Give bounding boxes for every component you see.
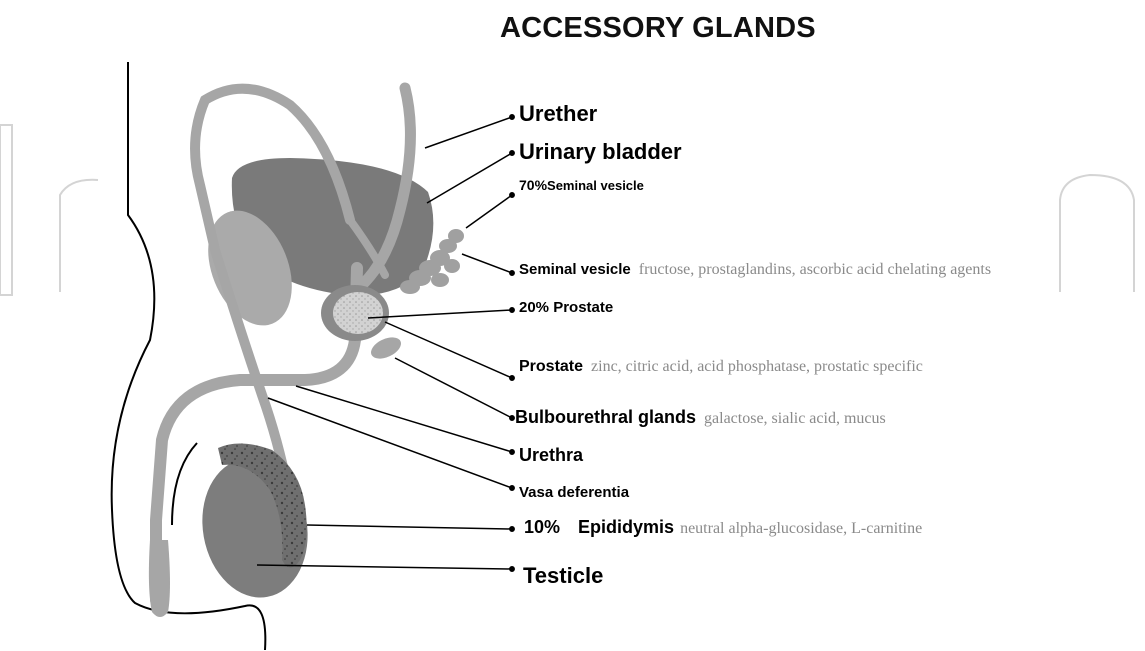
label-epididymis-desc: neutral alpha-glucosidase, L-carnitine	[680, 520, 922, 537]
label-urether: Urether	[519, 101, 597, 127]
label-vasa-deferentia-name: Vasa deferentia	[519, 484, 629, 501]
glans-shape	[149, 540, 170, 617]
label-urinary-bladder-name: Urinary bladder	[519, 139, 682, 164]
label-seminal-vesicle-pct: 70%Seminal vesicle	[519, 177, 644, 193]
label-urinary-bladder: Urinary bladder	[519, 139, 682, 165]
label-bulbourethral-glands: Bulbourethral glands galactose, sialic ac…	[515, 407, 886, 428]
label-epididymis: 10% Epididymis neutral alpha-glucosidase, …	[524, 517, 922, 538]
label-seminal-vesicle: Seminal vesicle fructose, prostaglandins,…	[519, 261, 991, 279]
label-urethra-name: Urethra	[519, 445, 583, 465]
label-seminal-vesicle-pct-value: 70%	[519, 177, 547, 193]
label-seminal-vesicle-name: Seminal vesicle	[519, 261, 631, 278]
label-epididymis-name: Epididymis	[578, 517, 674, 537]
prostate-inner	[333, 292, 383, 334]
label-seminal-vesicle-pct-name: Seminal vesicle	[547, 178, 644, 193]
label-epididymis-pct: 10%	[524, 517, 560, 537]
label-bulbourethral-glands-desc: galactose, sialic acid, mucus	[704, 410, 886, 427]
label-prostate-pct-value: 20%	[519, 299, 549, 316]
diagram-title: ACCESSORY GLANDS	[500, 12, 816, 45]
label-bulbourethral-glands-name: Bulbourethral glands	[515, 407, 696, 427]
label-prostate-name: Prostate	[519, 358, 583, 375]
label-testicle-name: Testicle	[523, 563, 603, 588]
label-prostate-pct: 20% Prostate	[519, 299, 613, 316]
label-prostate-desc: zinc, citric acid, acid phosphatase, pro…	[591, 358, 923, 375]
bulbourethral-gland-shape	[368, 333, 405, 363]
label-prostate-pct-name: Prostate	[553, 299, 613, 316]
label-urethra: Urethra	[519, 445, 583, 466]
label-prostate: Prostate zinc, citric acid, acid phosphat…	[519, 358, 923, 376]
label-seminal-vesicle-desc: fructose, prostaglandins, ascorbic acid …	[639, 261, 991, 278]
label-vasa-deferentia: Vasa deferentia	[519, 484, 629, 501]
label-testicle: Testicle	[523, 563, 603, 589]
label-urether-name: Urether	[519, 101, 597, 126]
